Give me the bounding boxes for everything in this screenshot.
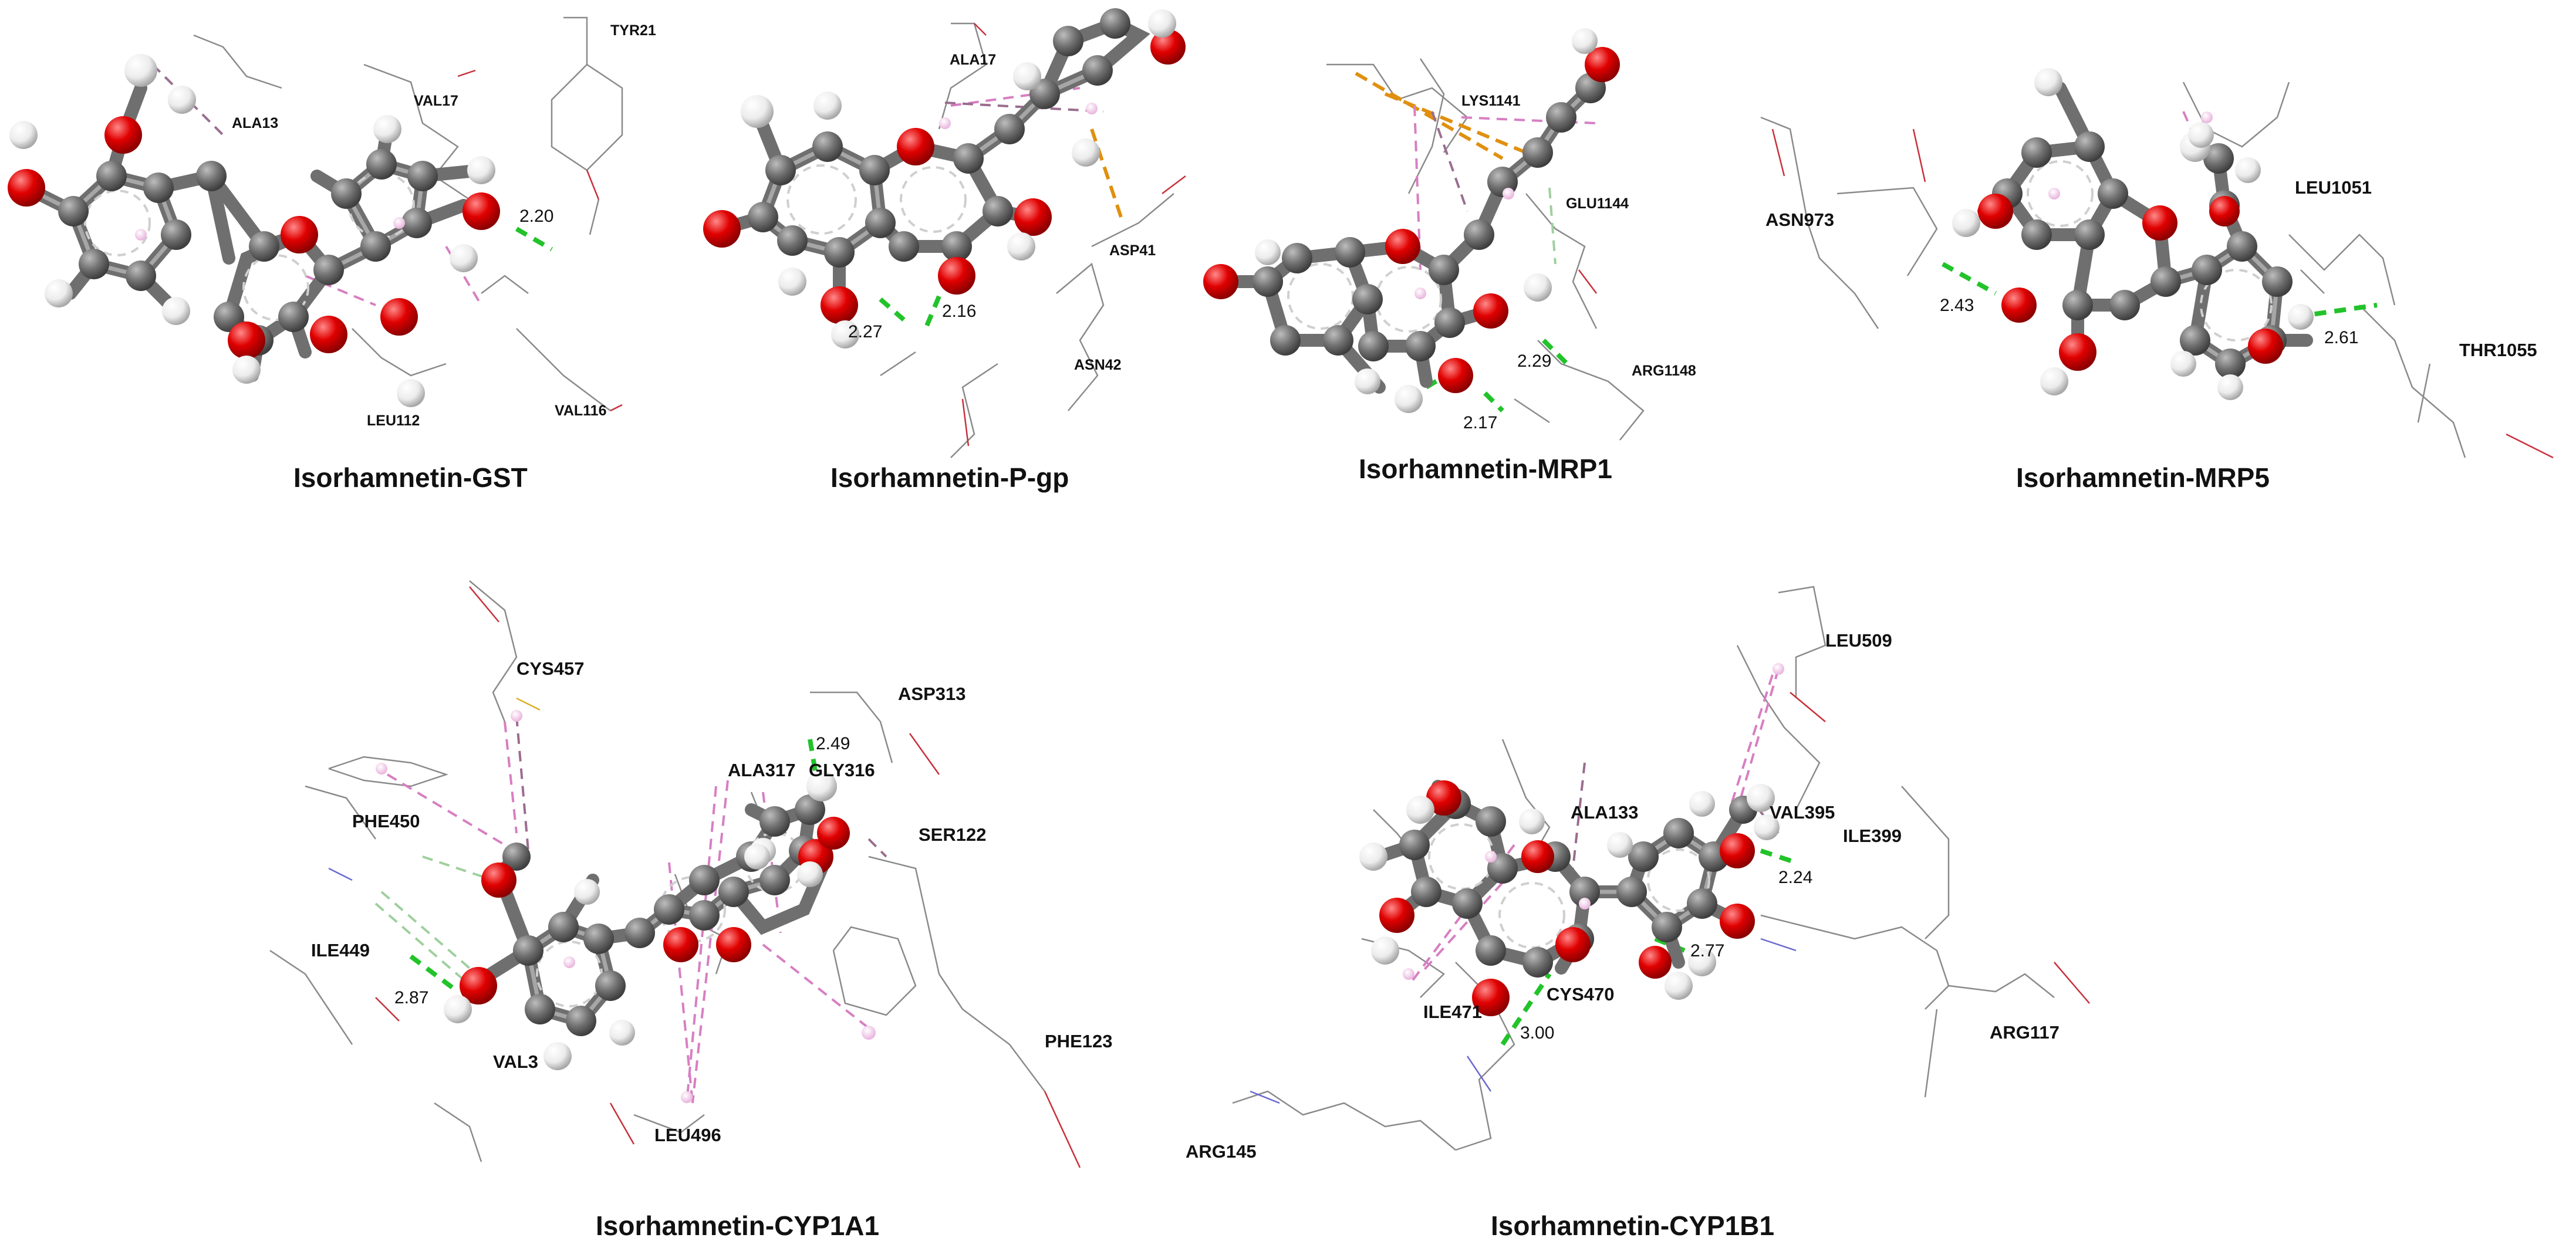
hbond-distance: 2.43 <box>1940 296 1974 315</box>
panel-caption: Isorhamnetin-MRP1 <box>1359 454 1612 484</box>
residue-label: VAL3 <box>493 1051 538 1072</box>
residue-label: ILE471 <box>1423 1002 1482 1022</box>
residue-label: ASN973 <box>1765 209 1834 230</box>
hbond-distance: 2.77 <box>1690 941 1724 960</box>
ligand-isorhamnetin <box>1952 68 2314 400</box>
ligand-isorhamnetin <box>376 710 876 1103</box>
hbond-distance: 2.20 <box>519 207 553 226</box>
atoms <box>703 8 1186 349</box>
hbond-distance: 2.87 <box>394 988 428 1007</box>
residue-wireframe <box>1326 58 1645 441</box>
residue-label: LEU1051 <box>2295 177 2372 198</box>
ligand-isorhamnetin <box>8 54 500 407</box>
residue-wireframe <box>1760 82 2554 459</box>
panel-caption: Isorhamnetin-GST <box>293 462 528 493</box>
panel-gst: TYR21 ALA13 VAL17 LEU112 VAL116 2.20 Iso… <box>8 16 656 493</box>
hbond-distance: 2.27 <box>848 322 882 341</box>
residue-label: PHE450 <box>352 811 420 831</box>
residue-label: ARG145 <box>1186 1141 1257 1162</box>
hbond-distance: 2.24 <box>1778 868 1812 887</box>
atoms <box>1952 68 2314 400</box>
residue-label: GLU1144 <box>1566 195 1629 212</box>
residue-label: LEU496 <box>654 1125 721 1145</box>
residue-label: GLY316 <box>809 760 875 780</box>
hbond-distance: 2.61 <box>2324 328 2358 347</box>
residue-label: VAL395 <box>1770 802 1835 823</box>
residue-wireframe <box>269 580 1081 1168</box>
residue-label: ALA17 <box>950 52 996 68</box>
panel-caption: Isorhamnetin-MRP5 <box>2016 462 2270 493</box>
ligand-isorhamnetin <box>1203 28 1620 413</box>
residue-label: ALA133 <box>1571 802 1638 823</box>
residue-label: ILE449 <box>311 940 370 960</box>
panel-caption: Isorhamnetin-P-gp <box>830 462 1069 493</box>
hbond-distance: 2.29 <box>1517 351 1551 371</box>
atoms <box>8 54 500 407</box>
residue-label: LEU509 <box>1825 630 1892 651</box>
hbond-distance: 2.17 <box>1463 413 1497 432</box>
residue-label: LEU112 <box>367 412 420 429</box>
residue-label: TYR21 <box>610 22 656 39</box>
atoms <box>1359 663 1784 1016</box>
hbond-distance: 3.00 <box>1520 1023 1554 1043</box>
panel-mrp5: ASN973 LEU1051 THR1055 2.43 2.61 Isorham… <box>1760 68 2554 493</box>
residue-label: ASP313 <box>898 684 965 704</box>
residue-label: LYS1141 <box>1461 93 1521 109</box>
ligand-isorhamnetin <box>703 8 1186 349</box>
residue-label: PHE123 <box>1045 1031 1112 1051</box>
residue-label: ASN42 <box>1074 357 1122 373</box>
panel-caption: Isorhamnetin-CYP1A1 <box>596 1210 879 1241</box>
panel-cyp1b1: LEU509 ALA133 VAL395 ILE399 ILE471 CYS47… <box>1186 586 2090 1241</box>
residue-label: VAL116 <box>555 403 606 419</box>
residue-label: ALA317 <box>728 760 795 780</box>
residue-label: ALA13 <box>232 115 278 131</box>
atoms <box>376 710 876 1103</box>
residue-label: CYS470 <box>1547 984 1614 1005</box>
residue-label: ILE399 <box>1843 826 1902 846</box>
residue-label: SER122 <box>919 824 986 845</box>
hbond-distance: 2.16 <box>942 302 976 321</box>
atoms <box>1203 28 1620 413</box>
interaction-lines <box>151 63 553 306</box>
residue-label: ASP41 <box>1109 242 1156 259</box>
panel-caption: Isorhamnetin-CYP1B1 <box>1491 1210 1774 1241</box>
interaction-lines <box>1942 111 2378 319</box>
hbond-distance: 2.49 <box>816 734 850 753</box>
residue-label: THR1055 <box>2459 340 2537 360</box>
ligand-isorhamnetin <box>1359 663 1784 1016</box>
panel-mrp1: LYS1141 GLU1144 ARG1148 2.29 2.17 Isorha… <box>1203 28 1696 484</box>
panel-cyp1a1: CYS457 ASP313 ALA317 GLY316 SER122 PHE45… <box>269 580 1112 1241</box>
residue-label: CYS457 <box>516 658 584 679</box>
residue-wireframe <box>1232 586 2090 1151</box>
residue-label: VAL17 <box>414 93 458 109</box>
residue-label: ARG1148 <box>1632 363 1696 379</box>
panel-pgp: ALA17 ASP41 ASN42 2.16 2.27 Isorhamnetin… <box>703 8 1186 493</box>
residue-label: ARG117 <box>1990 1022 2060 1043</box>
